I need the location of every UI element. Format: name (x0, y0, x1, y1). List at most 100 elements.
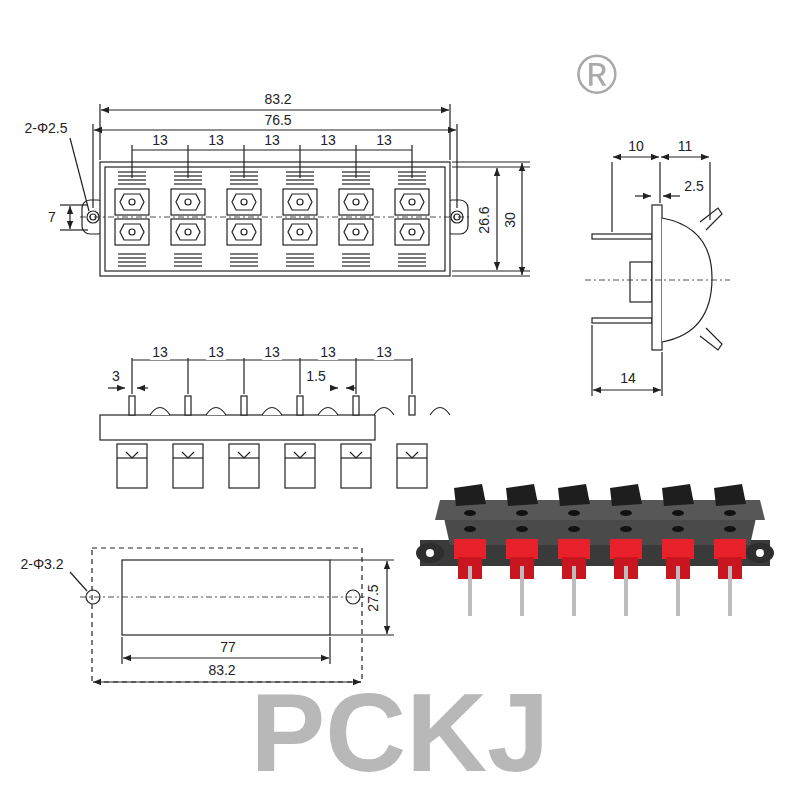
notch (374, 408, 394, 416)
rib (342, 261, 370, 262)
rib (174, 257, 202, 258)
red-button (662, 539, 694, 559)
lever (662, 484, 694, 506)
clip-line (126, 452, 138, 458)
rib (118, 265, 146, 266)
front-view (100, 358, 450, 488)
rib (398, 183, 426, 184)
rib (230, 265, 258, 266)
rib (118, 261, 146, 262)
hole (464, 510, 476, 516)
hole-callout: 2-Φ3.2 (18, 556, 65, 572)
pin (185, 396, 191, 415)
pin (624, 566, 628, 616)
rib (230, 183, 258, 184)
dimension: 10 (626, 138, 646, 154)
hole (464, 526, 476, 532)
rib (342, 253, 370, 254)
pin (520, 566, 524, 616)
dimension: 7 (46, 209, 58, 225)
red-button (714, 539, 746, 559)
socket (395, 189, 429, 215)
socket (115, 189, 149, 215)
socket (115, 219, 149, 245)
socket-hole (400, 194, 424, 210)
socket (283, 189, 317, 215)
pin (409, 396, 415, 415)
rib (398, 253, 426, 254)
pin (129, 396, 135, 415)
dimension: 13 (374, 132, 394, 148)
dimension: 27.5 (365, 582, 381, 613)
rib (342, 265, 370, 266)
socket-hole (400, 224, 424, 240)
socket (395, 219, 429, 245)
socket-hole (176, 224, 200, 240)
dimension: 13 (206, 344, 226, 360)
hole (620, 526, 632, 532)
dimension: 13 (150, 344, 170, 360)
rib (286, 265, 314, 266)
socket-hole (120, 194, 144, 210)
socket (283, 219, 317, 245)
dimension: 77 (218, 639, 238, 655)
socket-hole (297, 229, 303, 235)
dimension: 13 (262, 344, 282, 360)
lever (506, 484, 538, 506)
socket-hole (185, 199, 191, 205)
socket-hole (241, 229, 247, 235)
notch (318, 408, 338, 416)
dimension: 14 (618, 370, 638, 386)
rib (342, 257, 370, 258)
product-photo (416, 484, 774, 616)
socket-hole (344, 194, 368, 210)
rib (174, 179, 202, 180)
hole (672, 510, 684, 516)
dimension: 83.2 (206, 662, 237, 678)
socket-hole (288, 224, 312, 240)
red-button (506, 539, 538, 559)
lever (714, 484, 746, 506)
notch (150, 408, 170, 416)
red-button (454, 539, 486, 559)
clip-line (182, 452, 194, 458)
clip-line (350, 452, 362, 458)
hole (516, 510, 528, 516)
hole (568, 510, 580, 516)
red-button (558, 539, 590, 559)
rib (230, 257, 258, 258)
clip-line (406, 452, 418, 458)
rib (286, 183, 314, 184)
dimension: 11 (676, 138, 695, 154)
socket-hole (232, 224, 256, 240)
rib (286, 261, 314, 262)
socket (339, 219, 373, 245)
clip (397, 444, 427, 488)
rib (398, 265, 426, 266)
hole (568, 526, 580, 532)
pin (676, 566, 680, 616)
pin (468, 566, 472, 616)
hole (724, 526, 736, 532)
dimension: 13 (318, 344, 338, 360)
socket-hole (129, 229, 135, 235)
rib (230, 261, 258, 262)
notch (206, 408, 226, 416)
hole (672, 526, 684, 532)
dimension: 13 (374, 344, 394, 360)
lever (454, 484, 486, 506)
rib (398, 261, 426, 262)
socket-hole (129, 199, 135, 205)
socket (227, 219, 261, 245)
watermark: PCKJ (251, 668, 550, 797)
dimension: 3 (110, 368, 122, 384)
clip (229, 444, 259, 488)
dimension: 26.6 (476, 204, 492, 235)
panel-cutout (70, 548, 394, 682)
dimension: 30 (502, 210, 518, 230)
hole (516, 526, 528, 532)
terminal-grid (115, 172, 429, 266)
dimension: 76.5 (262, 112, 293, 128)
rib (398, 179, 426, 180)
